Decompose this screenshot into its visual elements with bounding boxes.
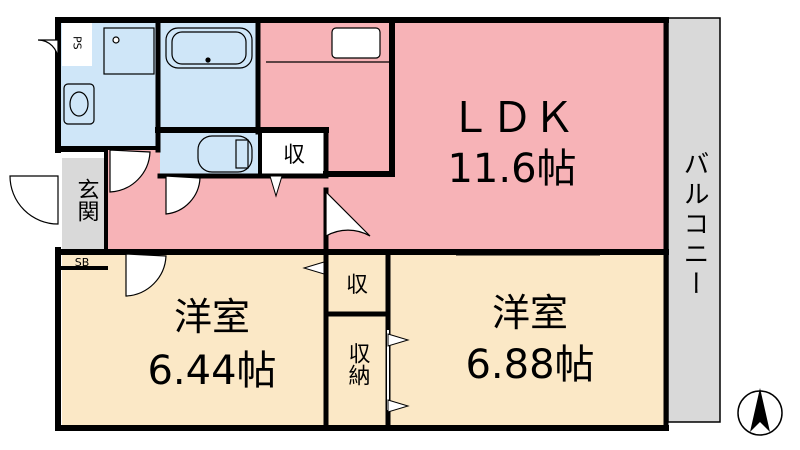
western-room-2-size: 6.88帖: [465, 342, 594, 388]
fixtures: [63, 27, 390, 173]
storage-door-swing: [325, 190, 371, 238]
storage-top-label: 収: [283, 143, 305, 168]
closet-label: 収納: [345, 342, 371, 386]
balcony-area: [667, 17, 721, 423]
closet-fill: [326, 316, 386, 426]
ldk-size: 11.6帖: [447, 146, 576, 192]
entrance-label: 玄関: [74, 178, 99, 222]
storage-mid-label: 収: [346, 273, 368, 298]
ps-door-swing: [37, 39, 59, 61]
ldk-name: ＬＤＫ: [449, 93, 575, 142]
western-room-1-fill: [62, 254, 324, 426]
entrance-door-swing: [9, 175, 59, 225]
western-room-2-fill: [388, 254, 666, 426]
balcony-label: バルコニー: [679, 150, 709, 300]
entrance-fill: [62, 158, 106, 250]
room1-door-swing: [125, 253, 167, 297]
storage-top-fill: [262, 132, 324, 174]
north-arrow-icon: [737, 388, 783, 436]
western-room-2-name: 洋室: [492, 291, 568, 335]
toilet-door-swing: [165, 175, 201, 215]
ps-fill: [62, 22, 92, 66]
doors: [9, 39, 371, 297]
western-room-1-size: 6.44帖: [147, 348, 276, 394]
shower-tray-icon: [103, 27, 155, 75]
storage-mid-fill: [326, 254, 386, 314]
kitchen-sink-icon: [331, 27, 381, 59]
sb-label: SB: [75, 256, 90, 269]
ps-label: PS: [71, 36, 84, 50]
windows: [269, 70, 669, 413]
western-room-1-name: 洋室: [174, 295, 250, 339]
walls: [55, 17, 669, 431]
hall-door-swing: [109, 149, 151, 193]
